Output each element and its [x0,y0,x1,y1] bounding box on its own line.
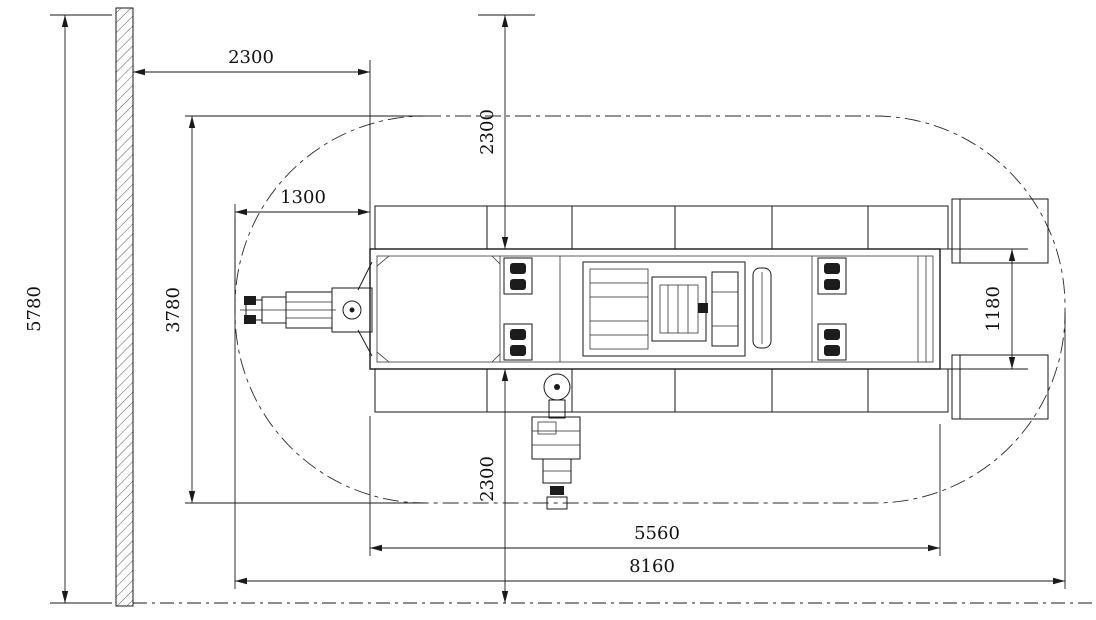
machine-top-view [240,198,1049,510]
dimension-envelope-length: 8160 [234,218,1066,589]
dim-label-bottom-clearance: 2300 [477,456,498,502]
front-pivot-circle [342,300,362,320]
dimension-wall-clearance: 2300 [133,47,371,252]
dimension-overall-height: 5780 [24,14,112,604]
dim-label-envelope-width: 3780 [163,287,184,333]
rear-power-unit [531,373,581,510]
track-pads-top [374,205,949,250]
wall-section [115,7,134,607]
dimension-machine-width: 1180 [944,248,1028,370]
dim-label-front-clearance: 1300 [280,187,326,208]
dim-label-top-clearance: 2300 [477,109,498,155]
track-pads-bottom [374,368,949,413]
dim-label-wall-clearance: 2300 [228,47,274,68]
dimension-bottom-clearance: 2300 [477,369,509,603]
dim-label-machine-length: 5560 [634,523,680,544]
dim-label-envelope-length: 8160 [629,556,675,577]
track-pads-right [951,198,1049,420]
dimension-machine-length: 5560 [369,416,941,556]
room-boundary [115,7,1092,607]
machine-frame [369,248,941,370]
front-hitch-assembly [240,261,373,357]
roller-bogies [503,257,847,361]
dimension-top-clearance: 2300 [477,14,535,249]
center-drive-unit [582,261,772,357]
dim-label-overall-height: 5780 [24,286,45,332]
dim-label-machine-width: 1180 [983,286,1004,332]
dimension-front-clearance: 1300 [234,187,370,312]
dimension-envelope-width: 3780 [163,115,425,504]
